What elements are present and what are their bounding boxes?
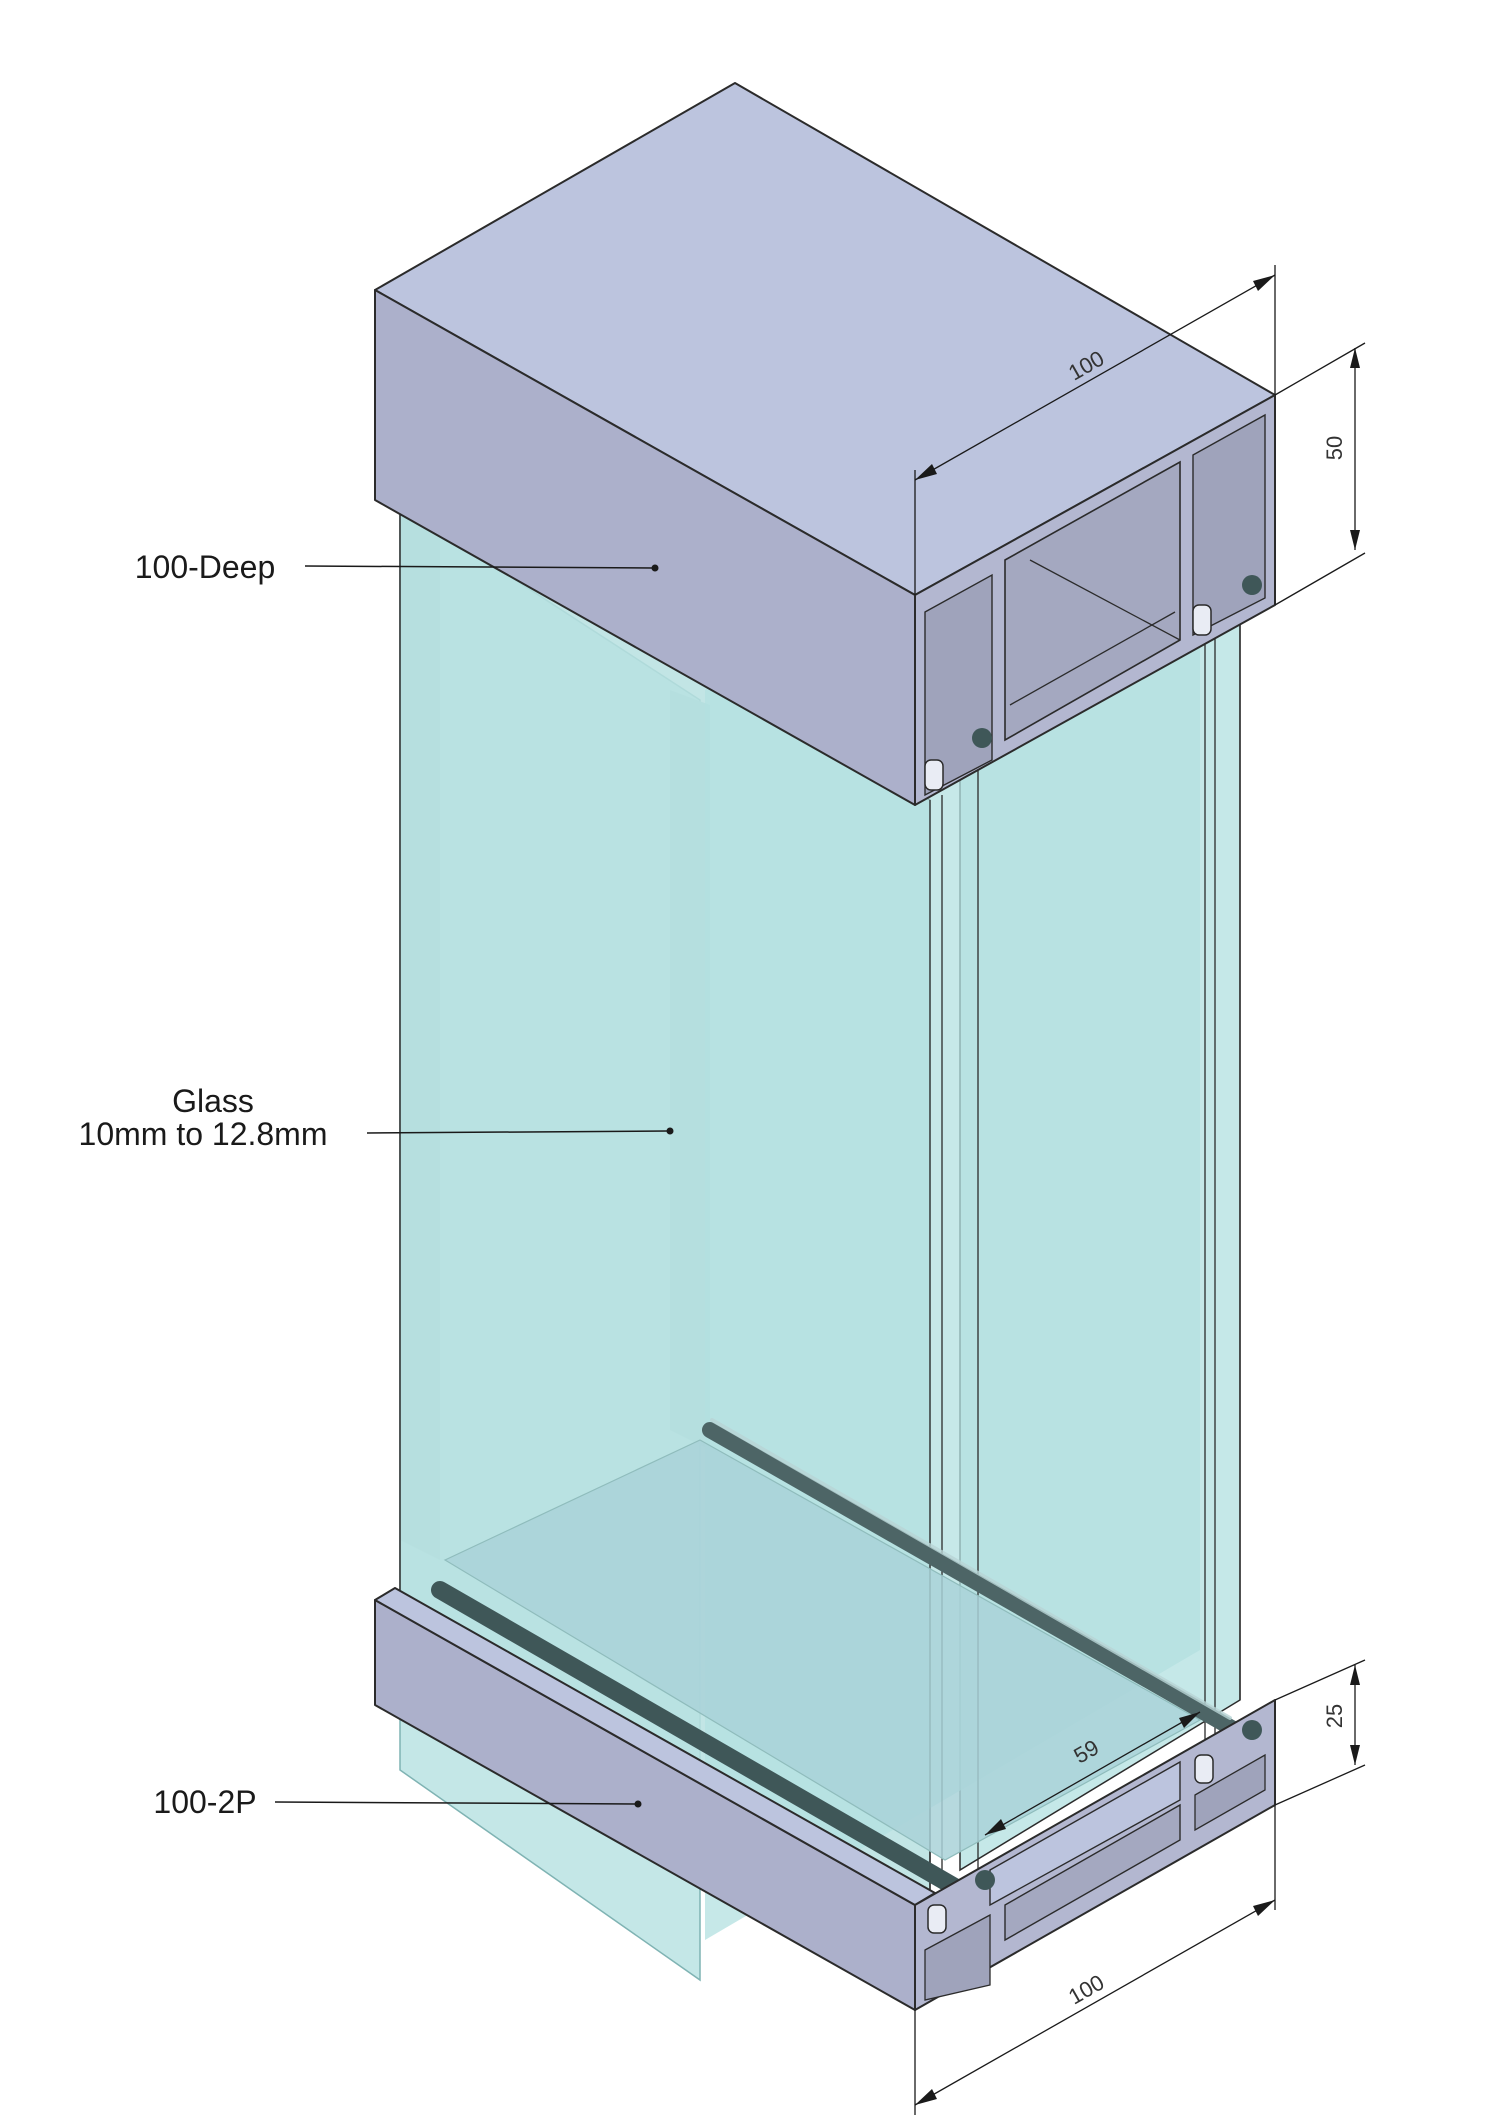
dim-text-bottom-width: 100 (1064, 1970, 1108, 2010)
top-profile-inner-line (1029, 559, 1181, 641)
dim-extension-line (1274, 342, 1366, 396)
bottom-gasket-end (975, 1870, 995, 1890)
bottom-profile-chamber-right (1194, 1753, 1266, 1832)
bottom-profile-100-2p (374, 1587, 1276, 2011)
label-glass-spec: 10mm to 12.8mm (79, 1116, 328, 1152)
label-100-2p: 100-2P (153, 1784, 256, 1820)
leader-dot (634, 1800, 642, 1808)
dim-extension-line (1274, 1764, 1366, 1806)
label-glass-title: Glass (172, 1083, 254, 1119)
bottom-clip (927, 1904, 947, 1934)
dim-arrow (1350, 530, 1360, 550)
dim-arrow (1350, 348, 1360, 368)
top-profile-100-deep (374, 82, 1276, 806)
top-clip (924, 759, 944, 791)
bottom-clip (1194, 1754, 1214, 1784)
leader-dot (651, 564, 659, 572)
dim-arrow (1179, 1712, 1200, 1728)
gasket-rod-rear-highlight (710, 1418, 1232, 1720)
dim-arrow (915, 2089, 937, 2105)
glass-assembly (399, 415, 1243, 1982)
dim-arrow (1253, 1900, 1275, 1916)
dim-line-top-width (914, 274, 1276, 481)
dim-arrow (1350, 1665, 1360, 1685)
top-clip (1192, 604, 1212, 636)
glass-bottom-slab (443, 1439, 1202, 1861)
bottom-profile-channel-floor (989, 1760, 1181, 1907)
dimension-lines (914, 265, 1366, 2115)
leader-100-2p (274, 1801, 636, 1805)
bottom-profile-chamber-centre (1004, 1803, 1181, 1942)
dim-extension-line (1274, 552, 1366, 606)
gasket-rod-front (431, 1581, 969, 1899)
dim-arrow (1350, 1745, 1360, 1765)
top-gasket-end (972, 728, 992, 748)
gasket-rod-rear (702, 1422, 1243, 1738)
dim-arrow (1253, 275, 1275, 291)
top-gasket-end (1242, 575, 1262, 595)
dim-arrow (915, 464, 937, 480)
label-100-deep: 100-Deep (135, 549, 276, 585)
dim-arrow (985, 1819, 1006, 1835)
bottom-gasket-end (1242, 1720, 1262, 1740)
dim-extension-line (1274, 1659, 1366, 1701)
callouts: 100-Deep Glass 10mm to 12.8mm 100-2P (79, 549, 674, 1820)
dim-text-bottom-height: 25 (1322, 1704, 1347, 1728)
bottom-profile-chamber-left (924, 1913, 991, 2001)
dim-line-bottom-width (914, 1899, 1276, 2106)
leader-glass (366, 1130, 669, 1134)
dim-line-glass-gap (984, 1711, 1201, 1836)
top-profile-inner-line (1009, 611, 1176, 706)
dim-text-top-height: 50 (1322, 436, 1347, 460)
leader-100-deep (304, 565, 654, 569)
leader-dot (666, 1127, 674, 1135)
